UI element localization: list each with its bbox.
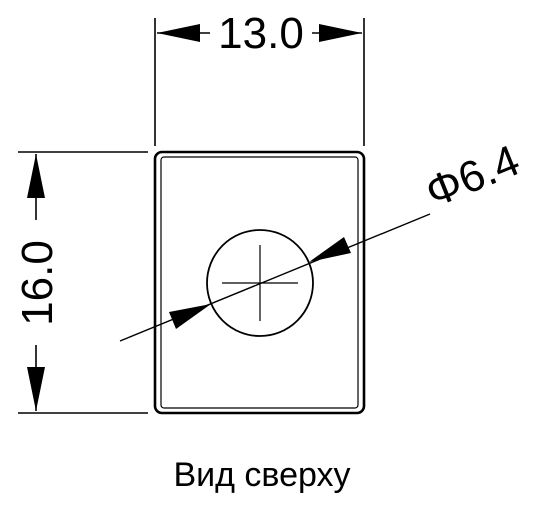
width-arrow-right [319,24,362,42]
view-caption: Вид сверху [173,456,350,494]
width-dimension: 13.0 [154,9,365,146]
diameter-arrow-left [169,304,211,329]
component-body-inner [160,156,359,409]
diameter-dimension: Φ6.4 [119,136,527,342]
height-dimension-label: 16.0 [13,240,62,326]
diameter-leader-line [119,213,431,342]
diameter-arrow-right [309,237,351,262]
component-outline [153,150,366,415]
height-arrow-top [27,154,45,198]
diameter-dimension-label: Φ6.4 [419,136,527,217]
height-dimension: 16.0 [13,151,148,414]
height-arrow-bottom [27,367,45,411]
hole-circle [206,229,314,337]
width-dimension-label: 13.0 [218,9,304,58]
width-arrow-left [157,24,200,42]
component-body-outer [153,150,366,415]
